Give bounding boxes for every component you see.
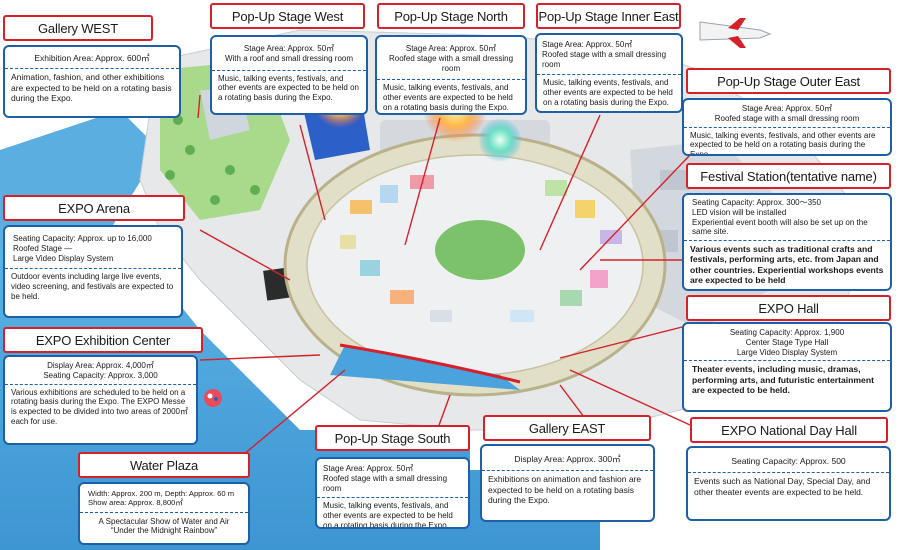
exhibition-center-description: Various exhibitions are scheduled to be … [5,383,196,430]
spec-line: LED vision will be installed [692,207,787,217]
spec-line: Stage Area: Approx. 50㎡ [243,44,335,53]
popup-inner-east-title[interactable]: Pop-Up Stage Inner East [536,3,681,29]
expo-hall-specs: Seating Capacity: Approx. 1,900 Center S… [684,324,890,360]
spec-line: Display Area: Approx. 4,000㎡ [47,361,154,370]
central-forest [435,220,525,280]
spec-line: Stage Area: Approx. 50㎡ [405,44,497,53]
spec-line: Roofed stage with a small dressing room [542,49,667,69]
expo-hall-info: Seating Capacity: Approx. 1,900 Center S… [682,322,892,412]
spec-line: Seating Capacity: Approx. 500 [731,456,846,466]
gallery-west-description: Animation, fashion, and other exhibition… [5,68,179,106]
gallery-west-info: Exhibition Area: Approx. 600㎡ Animation,… [3,45,181,118]
spec-line: Center Stage Type Hall [745,337,829,347]
spec-line: Large Video Display System [736,347,838,357]
gallery-east-info: Display Area: Approx. 300㎡ Exhibitions o… [480,444,655,522]
water-plaza-pool [330,345,520,390]
popup-north-description: Music, talking events, festivals, and ot… [377,79,525,113]
expo-arena-description: Outdoor events including large live even… [5,268,181,304]
national-day-hall-title[interactable]: EXPO National Day Hall [690,417,888,443]
west-trees [165,115,260,205]
gallery-east-description: Exhibitions on animation and fashion are… [482,470,653,508]
spec-line: Seating Capacity: Approx. 300～350 [692,198,821,207]
popup-outer-east-title[interactable]: Pop-Up Stage Outer East [686,68,891,94]
festival-station-description: Various events such as traditional craft… [684,240,890,288]
popup-inner-east-description: Music, talking events, festivals, and ot… [537,74,681,110]
festival-station-specs: Seating Capacity: Approx. 300～350 LED vi… [684,195,890,240]
spec-line: Stage Area: Approx. 50㎡ [741,104,833,113]
national-day-hall-description: Events such as National Day, Special Day… [688,472,889,500]
spec-line: Display Area: Approx. 300㎡ [514,454,621,464]
gallery-east-specs: Display Area: Approx. 300㎡ [482,446,653,470]
exhibition-center-info: Display Area: Approx. 4,000㎡ Seating Cap… [3,355,198,445]
highlight-route [339,343,521,384]
spec-line: Seating Capacity: Approx. 3,000 [43,370,158,380]
spec-line: Experiential event booth will also be se… [692,217,868,237]
spec-line: Stage Area: Approx. 50㎡ [323,464,414,473]
national-day-hall-info: Seating Capacity: Approx. 500 Events suc… [686,446,891,521]
popup-inner-east-info: Stage Area: Approx. 50㎡ Roofed stage wit… [535,33,683,113]
leader-lines [197,94,691,471]
firework-north-east [478,118,522,162]
spec-line: Large Video Display System [13,253,114,263]
popup-north-title[interactable]: Pop-Up Stage North [377,3,525,29]
popup-south-description: Music, talking events, festivals, and ot… [317,497,468,527]
festival-station-title[interactable]: Festival Station(tentative name) [686,163,891,189]
popup-west-title[interactable]: Pop-Up Stage West [210,3,365,29]
popup-west-info: Stage Area: Approx. 50㎡ With a roof and … [210,35,368,115]
popup-south-title[interactable]: Pop-Up Stage South [315,425,470,451]
spec-line: Seating Capacity: Approx. 1,900 [729,328,845,337]
water-plaza-description: A Spectacular Show of Water and Air “Und… [80,511,248,541]
spec-line: Roofed stage with a small dressing room [323,473,448,493]
popup-west-description: Music, talking events, festivals, and ot… [212,69,366,106]
water-plaza-title[interactable]: Water Plaza [78,452,250,478]
water-plaza-specs: Width: Approx. 200 m, Depth: Approx. 60 … [80,484,248,512]
water-plaza-info: Width: Approx. 200 m, Depth: Approx. 60 … [78,482,250,545]
gallery-east-title[interactable]: Gallery EAST [483,415,651,441]
spec-line: Roofed stage with a small dressing room [388,53,514,73]
gallery-west-specs: Exhibition Area: Approx. 600㎡ [5,47,179,68]
spec-line: Show area: Approx. 8,800㎡ [88,498,183,508]
popup-outer-east-specs: Stage Area: Approx. 50㎡ Roofed stage wit… [684,100,890,127]
popup-outer-east-info: Stage Area: Approx. 50㎡ Roofed stage wit… [682,98,892,156]
spec-line: Seating Capacity: Approx. up to 16,000 [13,234,152,243]
expo-arena-specs: Seating Capacity: Approx. up to 16,000 R… [5,227,181,268]
popup-inner-east-specs: Stage Area: Approx. 50㎡ Roofed stage wit… [537,35,681,74]
spec-line: Roofed stage with a small dressing room [714,113,860,123]
spec-line: Exhibition Area: Approx. 600㎡ [34,53,150,63]
expo-hall-description: Theater events, including music, dramas,… [684,360,890,398]
spec-line: With a roof and small dressing room [224,53,354,63]
spec-line: Roofed Stage ― [13,243,73,253]
popup-south-info: Stage Area: Approx. 50㎡ Roofed stage wit… [315,457,470,529]
popup-north-specs: Stage Area: Approx. 50㎡ Roofed stage wit… [377,37,525,79]
mascot-icon [204,389,222,407]
expo-arena-info: Seating Capacity: Approx. up to 16,000 R… [3,225,183,318]
expo-hall-title[interactable]: EXPO Hall [686,295,891,321]
airplane-icon [699,18,772,48]
popup-north-info: Stage Area: Approx. 50㎡ Roofed stage wit… [375,35,527,115]
exhibition-center-specs: Display Area: Approx. 4,000㎡ Seating Cap… [5,357,196,384]
spec-line: Stage Area: Approx. 50㎡ [542,40,633,49]
popup-south-specs: Stage Area: Approx. 50㎡ Roofed stage wit… [317,459,468,497]
festival-station-info: Seating Capacity: Approx. 300～350 LED vi… [682,193,892,291]
popup-west-specs: Stage Area: Approx. 50㎡ With a roof and … [212,37,366,70]
national-day-hall-specs: Seating Capacity: Approx. 500 [688,448,889,472]
popup-outer-east-description: Music, talking events, festivals, and ot… [684,126,890,154]
expo-arena-title[interactable]: EXPO Arena [3,195,185,221]
exhibition-center-title[interactable]: EXPO Exhibition Center [3,327,203,353]
pavilions [340,175,622,322]
spec-line: Width: Approx. 200 m, Depth: Approx. 60 … [88,489,235,498]
gallery-west-title[interactable]: Gallery WEST [3,15,153,41]
